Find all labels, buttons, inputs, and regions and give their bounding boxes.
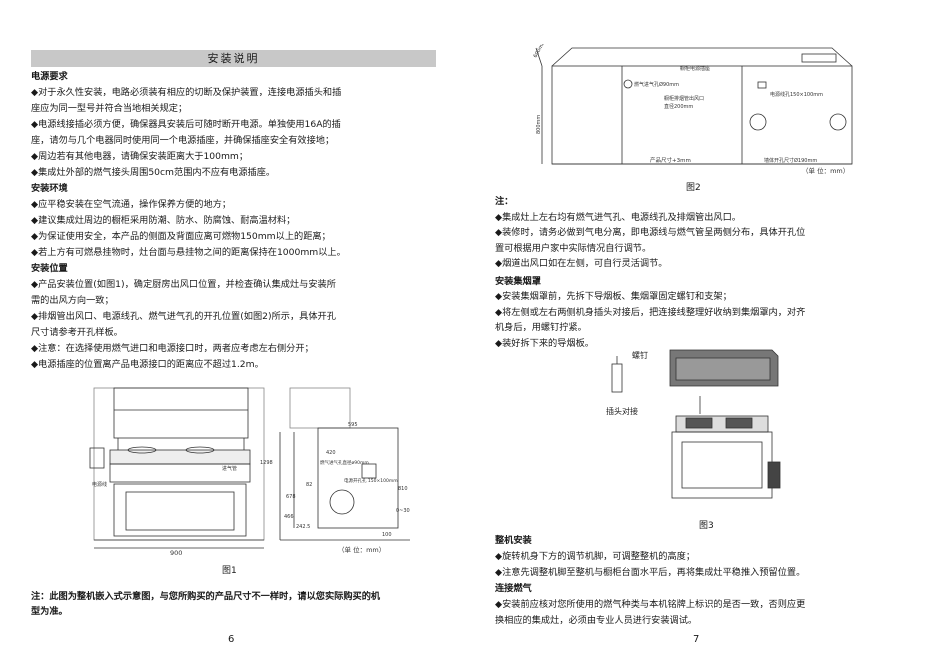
env-para-3: ◆为保证使用安全，本产品的侧面及背面应离可燃物150mm以上的距离； — [31, 231, 331, 242]
heading-whole: 整机安装 — [495, 535, 532, 546]
figure-2-caption: 图2 — [686, 183, 701, 193]
hood-para-3: ◆装好拆下来的导烟板。 — [495, 337, 594, 349]
figure-3-diagram: 螺钉 插头对接 — [606, 349, 781, 499]
fig3-label-screw: 螺钉 — [632, 350, 648, 360]
env-para-1: ◆应平稳安装在空气流通，操作保养方便的地方； — [31, 199, 232, 210]
figure-2-diagram: 600mm 800mm 橱柜电源插座 燃气进气孔Ø90mm 橱柜排烟管出风口 直… — [533, 44, 853, 175]
fig1-dim-242: 242.5 — [296, 524, 310, 530]
fig2-label-duct-b: 直径200mm — [664, 103, 693, 110]
fig1-dim-82: 82 — [306, 482, 312, 488]
env-para-2: ◆建议集成灶周边的橱柜采用防潮、防水、防腐蚀、耐高温材料； — [31, 215, 296, 226]
note-para-1: ◆集成灶上左右均有燃气进气孔、电源线孔及排烟管出风口。 — [495, 211, 741, 223]
fig1-dim-0-30: 0~30 — [396, 508, 410, 514]
left-note: 注：此图为整机嵌入式示意图，与您所购买的产品尺寸不一样时，请以您实际购买的机 型… — [31, 589, 441, 619]
figure-3-caption: 图3 — [699, 521, 714, 531]
fig2-dim-800: 800mm — [536, 115, 542, 134]
heading-position: 安装位置 — [31, 263, 68, 274]
fig1-label-gas-hole: 燃气进气孔直径ø90mm — [320, 459, 369, 466]
note-para-2: ◆装修时，请务必做到气电分离，即电源线与燃气管呈两侧分布，具体开孔位 — [495, 227, 806, 238]
fig2-label-product: 产品尺寸+3mm — [650, 156, 691, 164]
page-number-left: 6 — [228, 634, 235, 645]
fig1-dim-width: 900 — [170, 549, 182, 557]
note-para-2b: 置可根据用户家中实际情况自行调节。 — [495, 242, 652, 254]
power-para-2b: 座，请勿与几个电器同时使用同一个电源插座，并确保插座安全有效接地； — [31, 135, 335, 146]
pos-para-3: ◆注意：在选择使用燃气进口和电源接口时，两者应考虑左右侧分开； — [31, 343, 314, 354]
fig1-dim-420: 420 — [326, 450, 336, 456]
fig1-label-power-hole: 电源开孔孔 150×100mm — [344, 477, 398, 484]
fig2-label-socket: 橱柜电源插座 — [680, 65, 710, 72]
fig1-dim-595: 595 — [348, 422, 358, 428]
heading-gas: 连接燃气 — [495, 583, 532, 594]
note-line-2: 型为准。 — [31, 606, 68, 617]
note-line-1: 注：此图为整机嵌入式示意图，与您所购买的产品尺寸不一样时，请以您实际购买的机 — [31, 591, 381, 602]
power-para-1b: 座应为同一型号并符合当地相关规定； — [31, 103, 188, 114]
note-para-3: ◆烟道出风口如在左侧，可自行灵活调节。 — [495, 258, 668, 269]
gas-para-1: ◆安装前应核对您所使用的燃气种类与本机铭牌上标识的是否一致，否则应更 — [495, 599, 806, 610]
fig1-dim-1298: 1298 — [260, 460, 273, 466]
fig2-dim-600: 600mm — [533, 44, 548, 59]
fig1-label-gas-pipe: 进气管 — [222, 465, 237, 472]
right-text-lower: 整机安装 ◆旋转机身下方的调节机脚，可调整整机的高度； ◆注意先调整机脚至整机与… — [495, 533, 905, 629]
figure-1-diagram: 900 电源线 进气管 595 420 1298 678 466 242.5 8… — [89, 387, 410, 557]
hood-para-2b: 机身后，用螺钉拧紧。 — [495, 322, 587, 333]
fig1-dim-466: 466 — [284, 514, 294, 520]
heading-note: 注： — [495, 196, 514, 207]
power-para-3: ◆周边若有其他电器，请确保安装距离大于100mm； — [31, 151, 249, 162]
fig1-dim-678: 678 — [286, 494, 296, 500]
hood-para-1: ◆安装集烟罩前，先拆下导烟板、集烟罩固定螺钉和支架； — [495, 291, 732, 302]
fig2-label-power: 电源线孔150×100mm — [770, 91, 823, 98]
fig2-label-gas: 燃气进气孔Ø90mm — [634, 81, 679, 88]
fig1-label-power: 电源线 — [92, 481, 107, 488]
right-text-upper: 注： ◆集成灶上左右均有燃气进气孔、电源线孔及排烟管出风口。 ◆装修时，请务必做… — [495, 194, 905, 351]
heading-env: 安装环境 — [31, 183, 68, 194]
fig1-dim-100: 100 — [382, 532, 392, 538]
section-banner: 安装说明 — [31, 50, 436, 67]
pos-para-2: ◆排烟管出风口、电源线孔、燃气进气孔的开孔位置(如图2)所示，具体开孔 — [31, 311, 336, 322]
fig2-label-duct: 橱柜排烟管出风口 — [664, 95, 704, 102]
page-number-right: 7 — [693, 634, 700, 645]
right-page: 600mm 800mm 橱柜电源插座 燃气进气孔Ø90mm 橱柜排烟管出风口 直… — [462, 0, 925, 657]
fig2-label-wall: 墙体开孔尺寸Ø190mm — [764, 157, 817, 164]
power-para-2: ◆电源线接插必须方便，确保器具安装后可随时断开电源。单独使用16A的插 — [31, 119, 341, 130]
heading-power: 电源要求 — [31, 71, 68, 82]
figure-1-caption: 图1 — [222, 566, 237, 576]
whole-para-1: ◆旋转机身下方的调节机脚，可调整整机的高度； — [495, 551, 696, 562]
whole-para-2: ◆注意先调整机脚至整机与橱柜台面水平后，再将集成灶平稳推入预留位置。 — [495, 567, 806, 578]
pos-para-4: ◆电源插座的位置离产品电源接口的距离应不超过1.2m。 — [31, 359, 264, 370]
pos-para-1b: 需的出风方向一致； — [31, 295, 114, 306]
env-para-4: ◆若上方有可燃悬挂物时，灶台面与悬挂物之间的距离保持在1000mm以上。 — [31, 247, 346, 258]
left-page: 安装说明 电源要求 ◆对于永久性安装，电路必须装有相应的切断及保护装置，连接电源… — [0, 0, 462, 657]
heading-hood: 安装集烟罩 — [495, 275, 541, 287]
pos-para-1: ◆产品安装位置(如图1)，确定厨房出风口位置，并检查确认集成灶与安装所 — [31, 279, 336, 290]
left-text-block: 电源要求 ◆对于永久性安装，电路必须装有相应的切断及保护装置，连接电源插头和插 … — [31, 69, 441, 373]
power-para-1: ◆对于永久性安装，电路必须装有相应的切断及保护装置，连接电源插头和插 — [31, 87, 342, 98]
fig1-dim-810: 810 — [398, 486, 408, 492]
gas-para-1b: 换相应的集成灶，必须由专业人员进行安装调试。 — [495, 615, 698, 626]
pos-para-2b: 尺寸请参考开孔样板。 — [31, 327, 123, 338]
fig3-label-plug: 插头对接 — [606, 406, 638, 416]
hood-para-2: ◆将左侧或左右两侧机身插头对接后，把连接线整理好收纳到集烟罩内，对齐 — [495, 306, 806, 318]
fig2-unit: （单 位：mm） — [802, 166, 849, 175]
power-para-4: ◆集成灶外部的燃气接头周围50cm范围内不应有电源插座。 — [31, 167, 276, 178]
fig1-unit: （单 位：mm） — [338, 545, 385, 554]
